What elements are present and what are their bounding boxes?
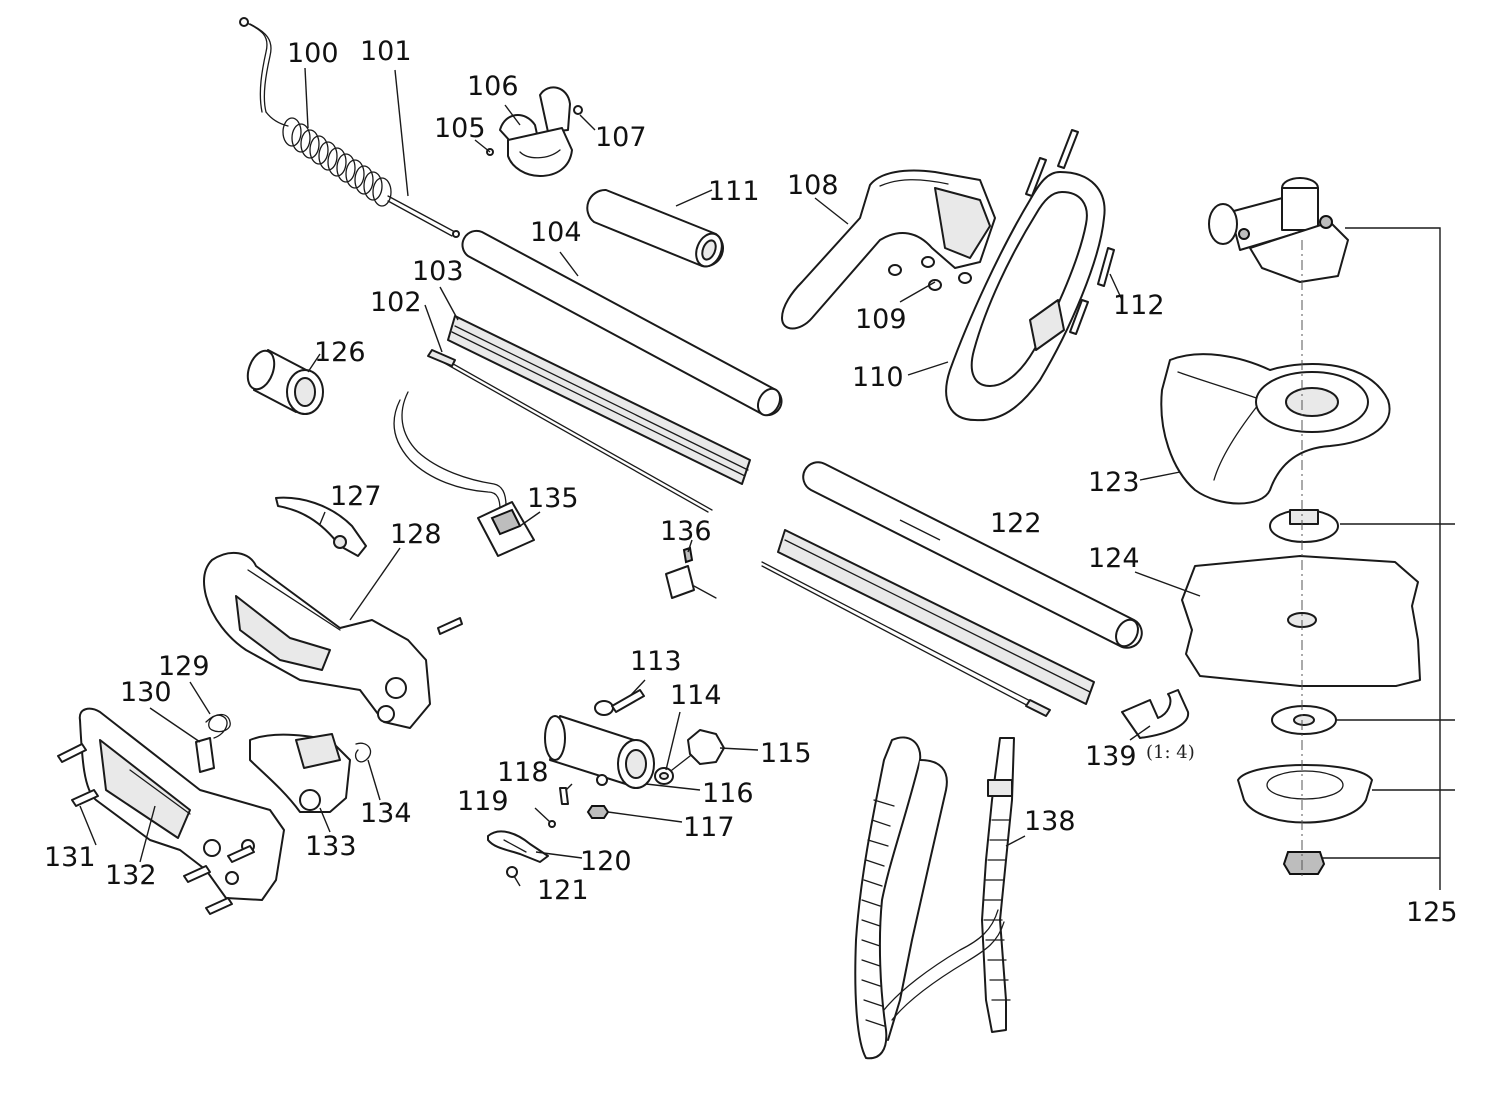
part-133-throttle-trigger <box>249 733 351 813</box>
part-122-lower-shaft-tube <box>802 461 1143 649</box>
label-132: 132 <box>105 860 157 891</box>
part-110-handle-guard <box>945 171 1106 422</box>
part-100-throttle-cable-sleeve <box>239 17 392 207</box>
label-134: 134 <box>360 798 412 829</box>
part-119-120-spring-bracket <box>487 820 556 863</box>
part-102-flexible-drive-shaft <box>427 349 713 513</box>
part-138-shoulder-harness <box>854 736 1015 1060</box>
part-125-washers-cup-nut <box>1237 509 1373 875</box>
part-101-throttle-cable <box>387 195 460 238</box>
part-128-handle-housing <box>203 551 463 729</box>
label-108: 108 <box>787 170 839 201</box>
label-129: 129 <box>158 651 210 682</box>
label-110: 110 <box>852 362 904 393</box>
part-124-cutting-blade <box>1181 555 1421 687</box>
label-112: 112 <box>1113 290 1165 321</box>
label-100: 100 <box>287 38 339 69</box>
label-138: 138 <box>1024 806 1076 837</box>
part-106-handle-clamp <box>486 86 583 177</box>
label-105: 105 <box>434 113 486 144</box>
label-115: 115 <box>760 738 812 769</box>
label-104: 104 <box>530 217 582 248</box>
label-118: 118 <box>497 757 549 788</box>
part-118-screw <box>559 787 569 805</box>
label-124: 124 <box>1088 543 1140 574</box>
part-115-knob <box>671 729 725 771</box>
label-120: 120 <box>580 846 632 877</box>
label-116: 116 <box>702 778 754 809</box>
leader-lines <box>79 67 1201 887</box>
part-131-screws <box>57 743 255 915</box>
label-131: 131 <box>44 842 96 873</box>
part-122-drive-channel-lower <box>761 529 1095 717</box>
label-139: 139 <box>1085 741 1137 772</box>
part-127-throttle-cable-guide <box>275 496 367 557</box>
label-123: 123 <box>1088 467 1140 498</box>
label-114: 114 <box>670 680 722 711</box>
part-labels: 100 101 102 103 104 105 106 107 108 109 … <box>44 36 1458 928</box>
part-113-bolt-washer <box>594 689 645 716</box>
leader-125-bracket <box>1322 227 1455 890</box>
scale-note-139: (1: 4) <box>1146 742 1195 763</box>
label-135: 135 <box>527 483 579 514</box>
part-126-coupling-ring <box>246 349 324 415</box>
label-117: 117 <box>683 812 735 843</box>
part-112-bolts <box>1025 129 1115 335</box>
label-119: 119 <box>457 786 509 817</box>
label-122: 122 <box>990 508 1042 539</box>
part-130-pin <box>195 737 215 773</box>
part-123-blade-guard <box>1160 353 1391 505</box>
part-111-grip-sleeve <box>586 188 724 268</box>
label-130: 130 <box>120 677 172 708</box>
part-139-spanner <box>1121 689 1190 739</box>
part-116-tube-clamp <box>544 715 655 789</box>
label-136: 136 <box>660 516 712 547</box>
label-128: 128 <box>390 519 442 550</box>
part-134-clip <box>354 742 372 763</box>
part-129-spring <box>205 713 231 739</box>
part-121-screw <box>506 866 518 878</box>
label-113: 113 <box>630 646 682 677</box>
part-108-loop-handle <box>781 169 996 330</box>
label-126: 126 <box>314 337 366 368</box>
part-125-gear-head <box>1208 177 1349 283</box>
part-104-upper-shaft-tube <box>461 229 783 417</box>
label-121: 121 <box>537 875 589 906</box>
label-106: 106 <box>467 71 519 102</box>
part-114-washer <box>654 767 674 785</box>
label-102: 102 <box>370 287 422 318</box>
label-107: 107 <box>595 122 647 153</box>
label-101: 101 <box>360 36 412 67</box>
part-117-nut <box>586 805 610 819</box>
label-127: 127 <box>330 481 382 512</box>
part-136-connector <box>665 546 717 599</box>
label-133: 133 <box>305 831 357 862</box>
label-109: 109 <box>855 304 907 335</box>
part-103-drive-shaft-channel <box>447 315 751 485</box>
label-103: 103 <box>412 256 464 287</box>
label-125: 125 <box>1406 897 1458 928</box>
label-111: 111 <box>708 176 760 207</box>
part-135-stop-switch <box>393 391 535 557</box>
